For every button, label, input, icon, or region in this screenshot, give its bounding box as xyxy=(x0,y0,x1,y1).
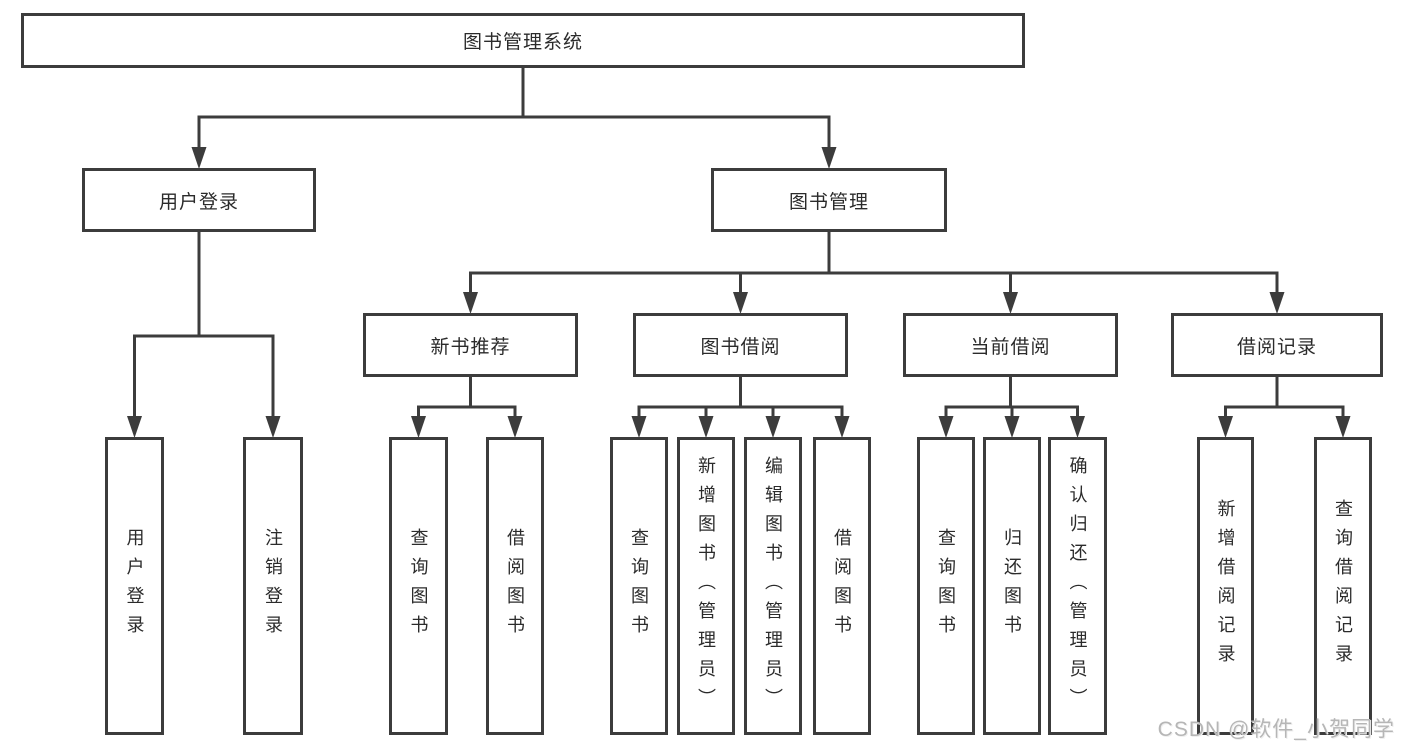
arrowhead-icon xyxy=(463,292,478,314)
node-label: 新增图书（管理员） xyxy=(696,455,716,717)
node-label: 查询图书 xyxy=(408,528,429,644)
arrowhead-icon xyxy=(698,416,714,438)
node-label: 借阅图书 xyxy=(505,528,525,644)
arrowhead-icon xyxy=(821,147,837,169)
arrowhead-icon xyxy=(631,416,647,438)
node-library-management-system: 图书管理系统 xyxy=(21,13,1025,68)
leaf-logout: 注销登录 xyxy=(243,437,303,735)
node-label: 图书借阅 xyxy=(700,336,781,358)
node-label: 编辑图书（管理员） xyxy=(763,455,783,717)
leaf-records-query-borrow-record: 查询借阅记录 xyxy=(1314,437,1372,735)
node-label: 查询借阅记录 xyxy=(1333,499,1353,673)
arrowhead-icon xyxy=(765,416,781,438)
node-label: 查询图书 xyxy=(936,528,956,644)
connector-current-borrow-to-leaves xyxy=(944,375,1079,421)
leaf-current-return-books: 归还图书 xyxy=(983,437,1041,735)
arrowhead-icon xyxy=(127,416,142,438)
leaf-borrowing-add-books-admin: 新增图书（管理员） xyxy=(677,437,735,735)
node-label: 新增借阅记录 xyxy=(1215,499,1236,673)
leaf-recommend-query-books: 查询图书 xyxy=(389,437,448,735)
arrowhead-icon xyxy=(1218,416,1233,438)
node-label: 确认归还（管理员） xyxy=(1067,455,1088,717)
arrowhead-icon xyxy=(191,147,207,169)
leaf-borrowing-query-books: 查询图书 xyxy=(610,437,668,735)
arrowhead-icon xyxy=(1004,416,1020,438)
arrowhead-icon xyxy=(733,292,748,314)
leaf-recommend-borrow-books: 借阅图书 xyxy=(486,437,544,735)
arrowhead-icon xyxy=(834,416,850,438)
leaf-current-query-books: 查询图书 xyxy=(917,437,975,735)
leaf-user-login: 用户登录 xyxy=(105,437,164,735)
arrowhead-icon xyxy=(1070,416,1085,438)
leaf-current-confirm-return-admin: 确认归还（管理员） xyxy=(1048,437,1107,735)
node-label: 借阅图书 xyxy=(832,528,852,644)
node-label: 图书管理 xyxy=(788,191,869,213)
node-book-management: 图书管理 xyxy=(711,168,947,232)
connector-root-to-level2 xyxy=(197,66,831,152)
node-new-book-recommendation: 新书推荐 xyxy=(363,313,578,377)
arrowhead-icon xyxy=(265,416,281,438)
node-label: 查询图书 xyxy=(629,528,649,644)
node-label: 归还图书 xyxy=(1002,528,1022,644)
node-label: 图书管理系统 xyxy=(462,32,583,53)
leaf-records-add-borrow-record: 新增借阅记录 xyxy=(1197,437,1254,735)
node-book-borrowing: 图书借阅 xyxy=(633,313,848,377)
arrowhead-icon xyxy=(938,416,954,438)
arrowhead-icon xyxy=(1003,292,1018,314)
node-label: 借阅记录 xyxy=(1236,336,1317,358)
arrowhead-icon xyxy=(507,416,523,438)
node-label: 用户登录 xyxy=(158,191,239,213)
node-label: 新书推荐 xyxy=(430,336,511,358)
node-user-login: 用户登录 xyxy=(82,168,316,232)
arrowhead-icon xyxy=(411,416,426,438)
arrowhead-icon xyxy=(1269,292,1285,314)
connector-book-mgmt-to-level3 xyxy=(469,230,1279,297)
node-label: 用户登录 xyxy=(124,528,145,644)
node-borrowing-records: 借阅记录 xyxy=(1171,313,1383,377)
node-label: 当前借阅 xyxy=(970,336,1051,358)
node-current-borrowing: 当前借阅 xyxy=(903,313,1118,377)
leaf-borrowing-borrow-books: 借阅图书 xyxy=(813,437,871,735)
csdn-watermark: CSDN @软件_小贺同学 xyxy=(1157,718,1395,741)
connector-new-book-rec-to-leaves xyxy=(417,375,517,421)
node-label: 注销登录 xyxy=(263,528,283,644)
connector-borrow-records-to-leaves xyxy=(1224,375,1345,421)
leaf-borrowing-edit-books-admin: 编辑图书（管理员） xyxy=(744,437,802,735)
arrowhead-icon xyxy=(1335,416,1351,438)
connector-user-login-to-leaves xyxy=(133,230,275,421)
connector-book-borrow-to-leaves xyxy=(637,375,844,421)
